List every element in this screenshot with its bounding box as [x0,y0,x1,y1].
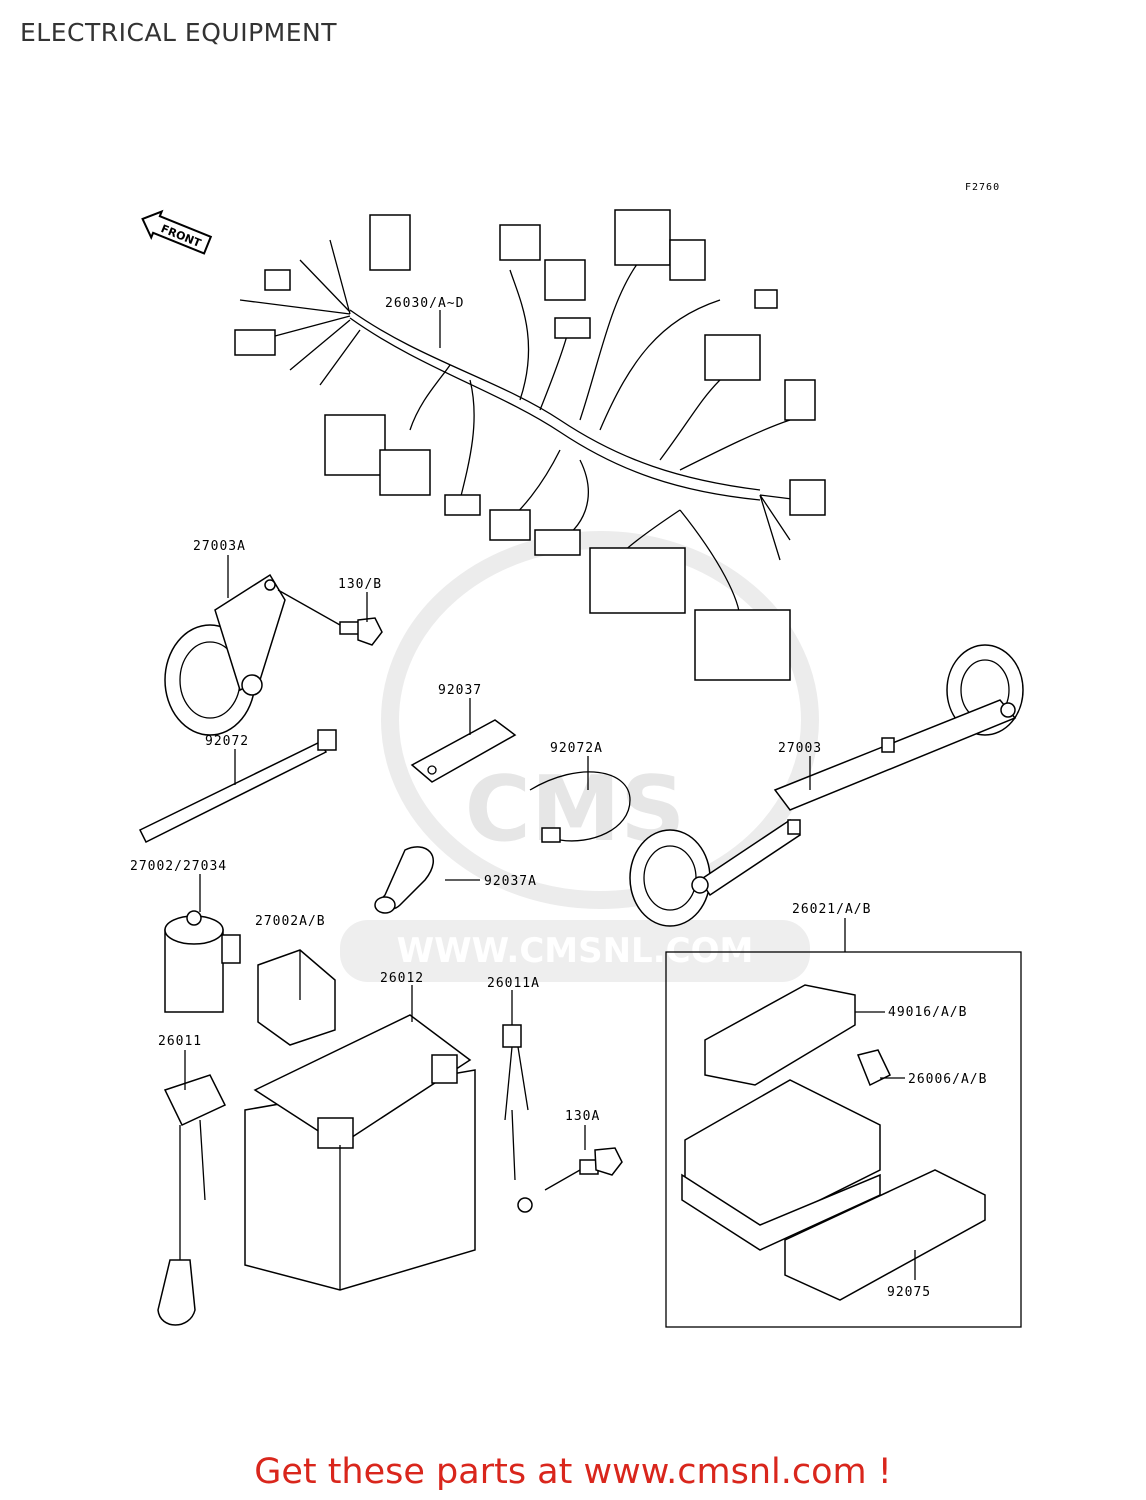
battery-26012 [244,1014,476,1291]
watermark-url: WWW.CMSNL.COM [397,931,754,971]
part-label: 27002A/B [255,914,326,929]
part-label: 92037A [484,874,537,889]
part-label: 26011A [487,976,540,991]
band-92072a [529,771,631,843]
lead-26011 [157,1074,227,1326]
part-label: 49016/A/B [888,1005,967,1020]
bolt-130a [544,1147,623,1191]
part-label: 130/B [338,577,382,592]
band-92072 [138,729,337,844]
part-label: 26021/A/B [792,902,871,917]
part-label: 92075 [887,1285,931,1300]
figure-code: F2760 [965,182,1000,193]
watermark: CMS WWW.CMSNL.COM [340,531,819,982]
part-label: 26012 [380,971,424,986]
wire-harness [234,209,826,681]
part-label: 27003 [778,741,822,756]
horn-right [629,644,1024,927]
relay-27002ab [257,949,336,1046]
part-label: 92072A [550,741,603,756]
part-label: 92037 [438,683,482,698]
part-label: 27002/27034 [130,859,227,874]
part-label: 130A [565,1109,600,1124]
junction-box-group [665,951,1022,1328]
relay-27002 [164,910,241,1013]
clamp-92037 [410,719,517,783]
part-label: 26011 [158,1034,202,1049]
horn-left [164,573,286,736]
part-labels: 26030/A~D 27003A 130/B 92037 92072 92072… [130,296,987,1300]
footer-link[interactable]: Get these parts at www.cmsnl.com ! [254,1452,892,1492]
clamp-92037a [374,846,434,914]
front-arrow: FRONT [141,209,213,255]
part-label: 26030/A~D [385,296,464,311]
part-label: 27003A [193,539,246,554]
part-label: 26006/A/B [908,1072,987,1087]
bolt-130b [277,589,383,646]
part-label: 92072 [205,734,249,749]
leader-lines [184,310,916,1280]
page-title: ELECTRICAL EQUIPMENT [20,18,337,47]
lead-26011a [502,1024,533,1213]
